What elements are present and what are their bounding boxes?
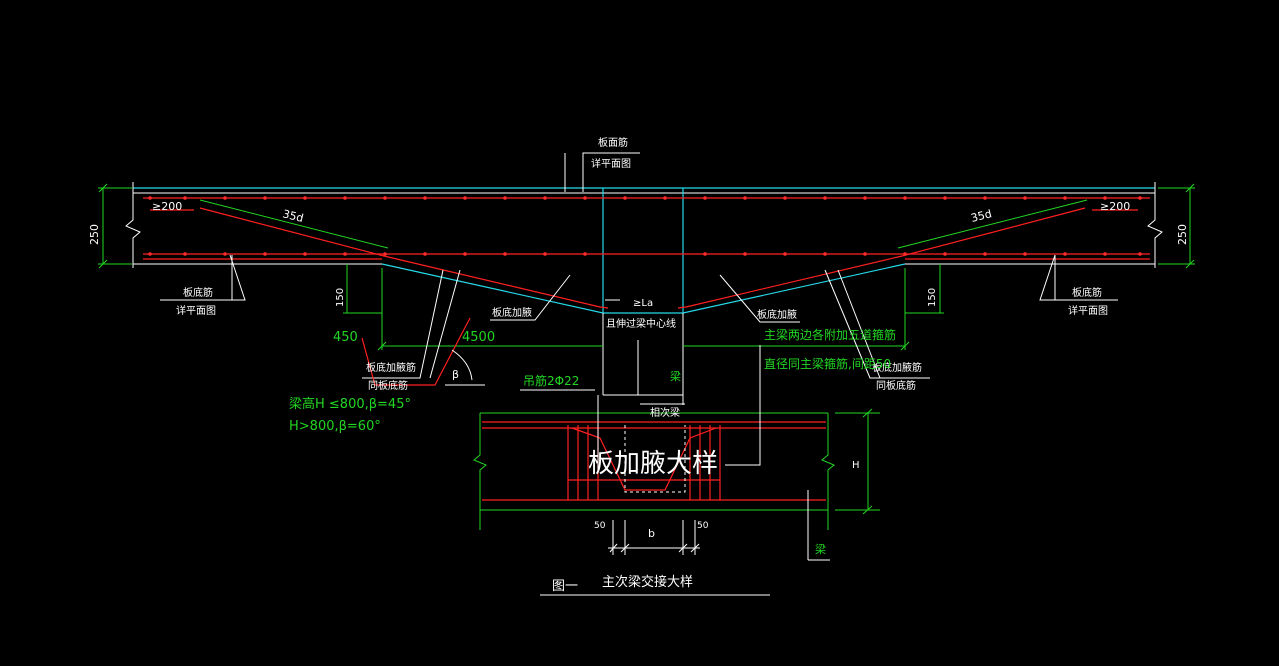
beam-label-lower: 梁	[815, 542, 826, 556]
bottom-right-line2: 详平面图	[1068, 304, 1108, 317]
main-beam-note-line2: 直径同主梁箍筋,间距50	[764, 356, 891, 371]
anchor-left: ≥200	[152, 200, 182, 213]
slab-outline	[125, 182, 1163, 405]
lap-left: 35d	[281, 207, 305, 225]
haunch-add-right-line1: 板底加腋筋	[872, 361, 922, 374]
dimension-lines	[98, 183, 1195, 555]
top-note-line2: 详平面图	[591, 157, 631, 170]
secondary-beam: 相次梁	[650, 406, 680, 419]
leader-bottom-right	[1039, 254, 1118, 301]
dim-50-right: 50	[697, 521, 709, 531]
beam-detail	[482, 395, 830, 561]
dim-h: H	[852, 460, 860, 471]
haunch-rebar-left	[199, 207, 609, 309]
leader-add-right	[824, 269, 930, 379]
haunch-bar-left: 板底加腋	[492, 306, 532, 319]
top-note-line1: 板面筋	[598, 136, 628, 149]
dim-slab-right: 250	[1176, 224, 1189, 245]
bottom-right-line1: 板底筋	[1072, 286, 1102, 299]
haunch-bar-right: 板底加腋	[757, 308, 797, 321]
beta-arc	[451, 349, 473, 381]
rebar-dots	[148, 196, 1142, 256]
dim-slab-left: 250	[88, 224, 101, 245]
dim-b: b	[648, 527, 655, 540]
haunch-bottom-line	[381, 263, 906, 314]
anchor-right: ≥200	[1100, 200, 1130, 213]
main-beam-note-line1: 主梁两边各附加五道箍筋	[764, 327, 896, 342]
figure-no: 图一	[552, 579, 578, 594]
beam-height-rule-line2: H>800,β=60°	[289, 419, 381, 434]
beta-symbol: β	[452, 368, 459, 381]
haunch-add-right-line2: 同板底筋	[876, 379, 916, 392]
haunch-rebar-right	[677, 207, 1086, 309]
la-label: ≥La	[633, 298, 653, 309]
figure-title: 主次梁交接大样	[602, 574, 693, 590]
dim-haunch-left: 150	[335, 288, 346, 307]
leader-lines	[160, 152, 1118, 596]
haunch-add-left-line2: 同板底筋	[368, 379, 408, 392]
beam-label-upper: 梁	[670, 369, 681, 383]
dim-4500: 4500	[462, 330, 495, 345]
bottom-left-line2: 详平面图	[176, 304, 216, 317]
lap-right: 35d	[970, 207, 994, 225]
haunch-add-left-line1: 板底加腋筋	[366, 361, 416, 374]
green-text: 450 4500 梁高H ≤800,β=45° H>800,β=60° 吊筋2Φ…	[289, 327, 896, 556]
dim-haunch-right: 150	[927, 288, 938, 307]
break-line-left	[125, 182, 141, 268]
leader-haunch-right	[719, 274, 800, 323]
dim-50-left: 50	[594, 521, 606, 531]
bottom-left-line1: 板底筋	[183, 286, 213, 299]
rebars	[143, 197, 1150, 309]
beam-height-rule-line1: 梁高H ≤800,β=45°	[289, 396, 411, 412]
break-line-right	[1147, 182, 1163, 268]
leader-add-left	[362, 269, 444, 379]
dim-450: 450	[333, 330, 358, 345]
leader-main-note	[725, 345, 761, 466]
title-overlay: 板加腋大样	[588, 449, 718, 479]
center-note: 且伸过梁中心线	[606, 317, 676, 330]
hanger-bar: 吊筋2Φ22	[523, 373, 579, 388]
white-text: 板面筋 详平面图 板底筋 详平面图 板底筋 详平面图 ≥200 ≥200 35d…	[88, 136, 1189, 594]
beta-angle-bar	[361, 317, 471, 386]
leader-bottom-left	[160, 254, 246, 301]
leader-top	[582, 152, 640, 192]
leader-haunch-left	[490, 274, 571, 321]
